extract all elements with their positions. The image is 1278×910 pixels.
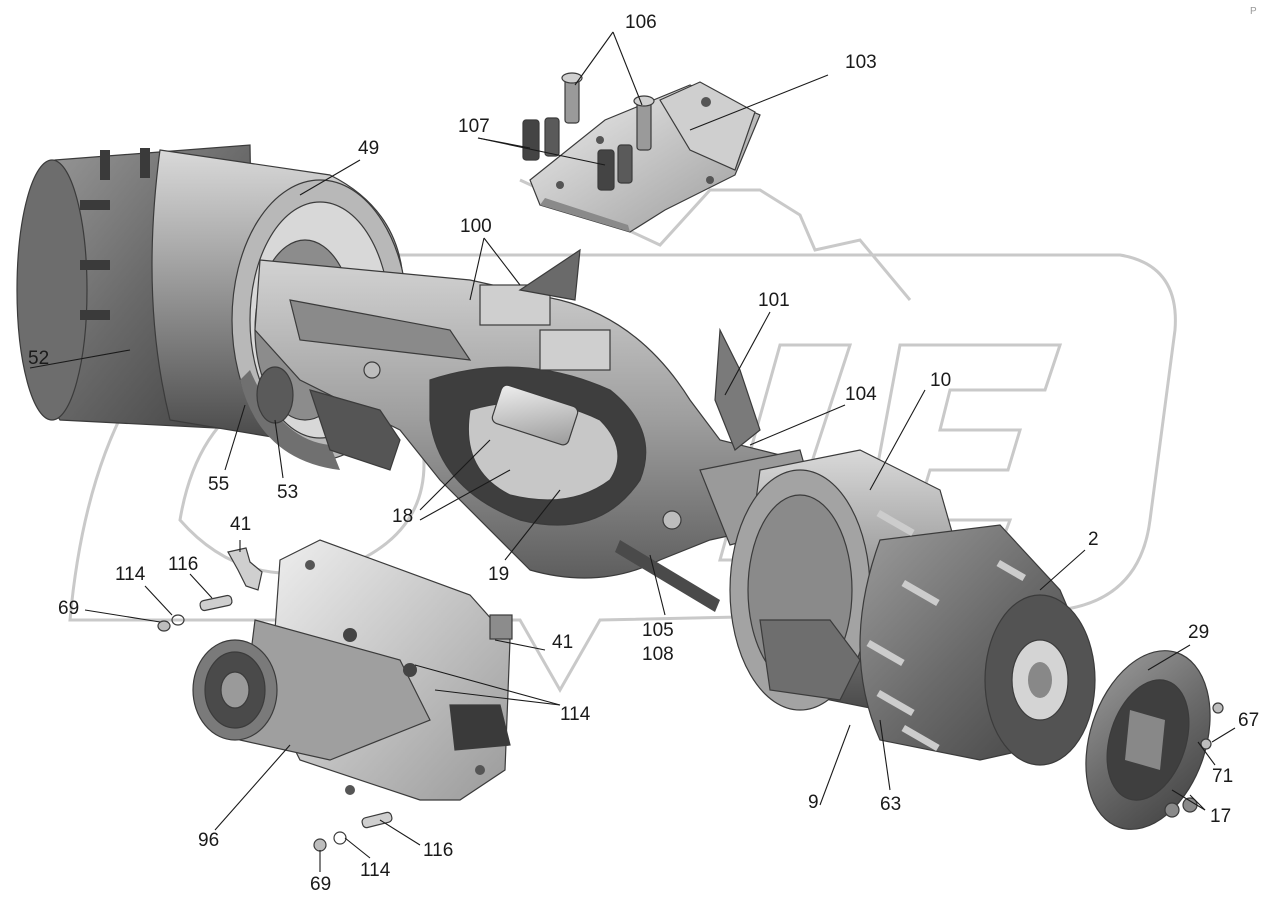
callout-96: 96 <box>198 830 219 851</box>
callout-41-right: 41 <box>552 632 573 653</box>
spring-bracket-assembly <box>522 72 761 233</box>
callout-100: 100 <box>460 216 492 237</box>
callout-41-top: 41 <box>230 514 251 535</box>
callout-67: 67 <box>1238 710 1259 731</box>
callout-116-top: 116 <box>168 554 198 575</box>
callout-29: 29 <box>1188 622 1209 643</box>
callout-17: 17 <box>1210 806 1231 827</box>
hub-studs <box>866 510 1026 752</box>
callout-104: 104 <box>845 384 877 405</box>
callout-71: 71 <box>1212 766 1233 787</box>
right-hub-and-drum <box>729 449 1096 766</box>
callout-114-top: 114 <box>115 564 146 585</box>
callout-114-right: 114 <box>560 704 591 725</box>
callout-105: 105 <box>642 620 674 641</box>
callout-52: 52 <box>28 348 49 369</box>
callout-53: 53 <box>277 482 298 503</box>
callout-114-bottom: 114 <box>360 860 391 881</box>
callout-108: 108 <box>642 644 674 665</box>
callout-107: 107 <box>458 116 490 137</box>
callout-labels: 106 103 107 49 100 101 104 10 52 55 53 1… <box>28 12 1259 895</box>
callout-101: 101 <box>758 290 790 311</box>
callout-49: 49 <box>358 138 379 159</box>
leader-lines <box>29 31 1236 872</box>
callout-69-top: 69 <box>58 598 79 619</box>
callout-63: 63 <box>880 794 901 815</box>
callout-10: 10 <box>930 370 951 391</box>
callout-103: 103 <box>845 52 877 73</box>
callout-19: 19 <box>488 564 509 585</box>
callout-2: 2 <box>1088 529 1099 550</box>
axle-housing <box>254 248 821 612</box>
callout-55: 55 <box>208 474 229 495</box>
callout-116-bottom: 116 <box>423 840 453 861</box>
callout-69-bottom: 69 <box>310 874 331 895</box>
corner-mark: P <box>1250 6 1257 17</box>
callout-18: 18 <box>392 506 413 527</box>
callout-106: 106 <box>625 12 657 33</box>
hub-cover <box>1085 650 1224 830</box>
final-drive <box>157 539 513 852</box>
callout-9: 9 <box>808 792 819 813</box>
